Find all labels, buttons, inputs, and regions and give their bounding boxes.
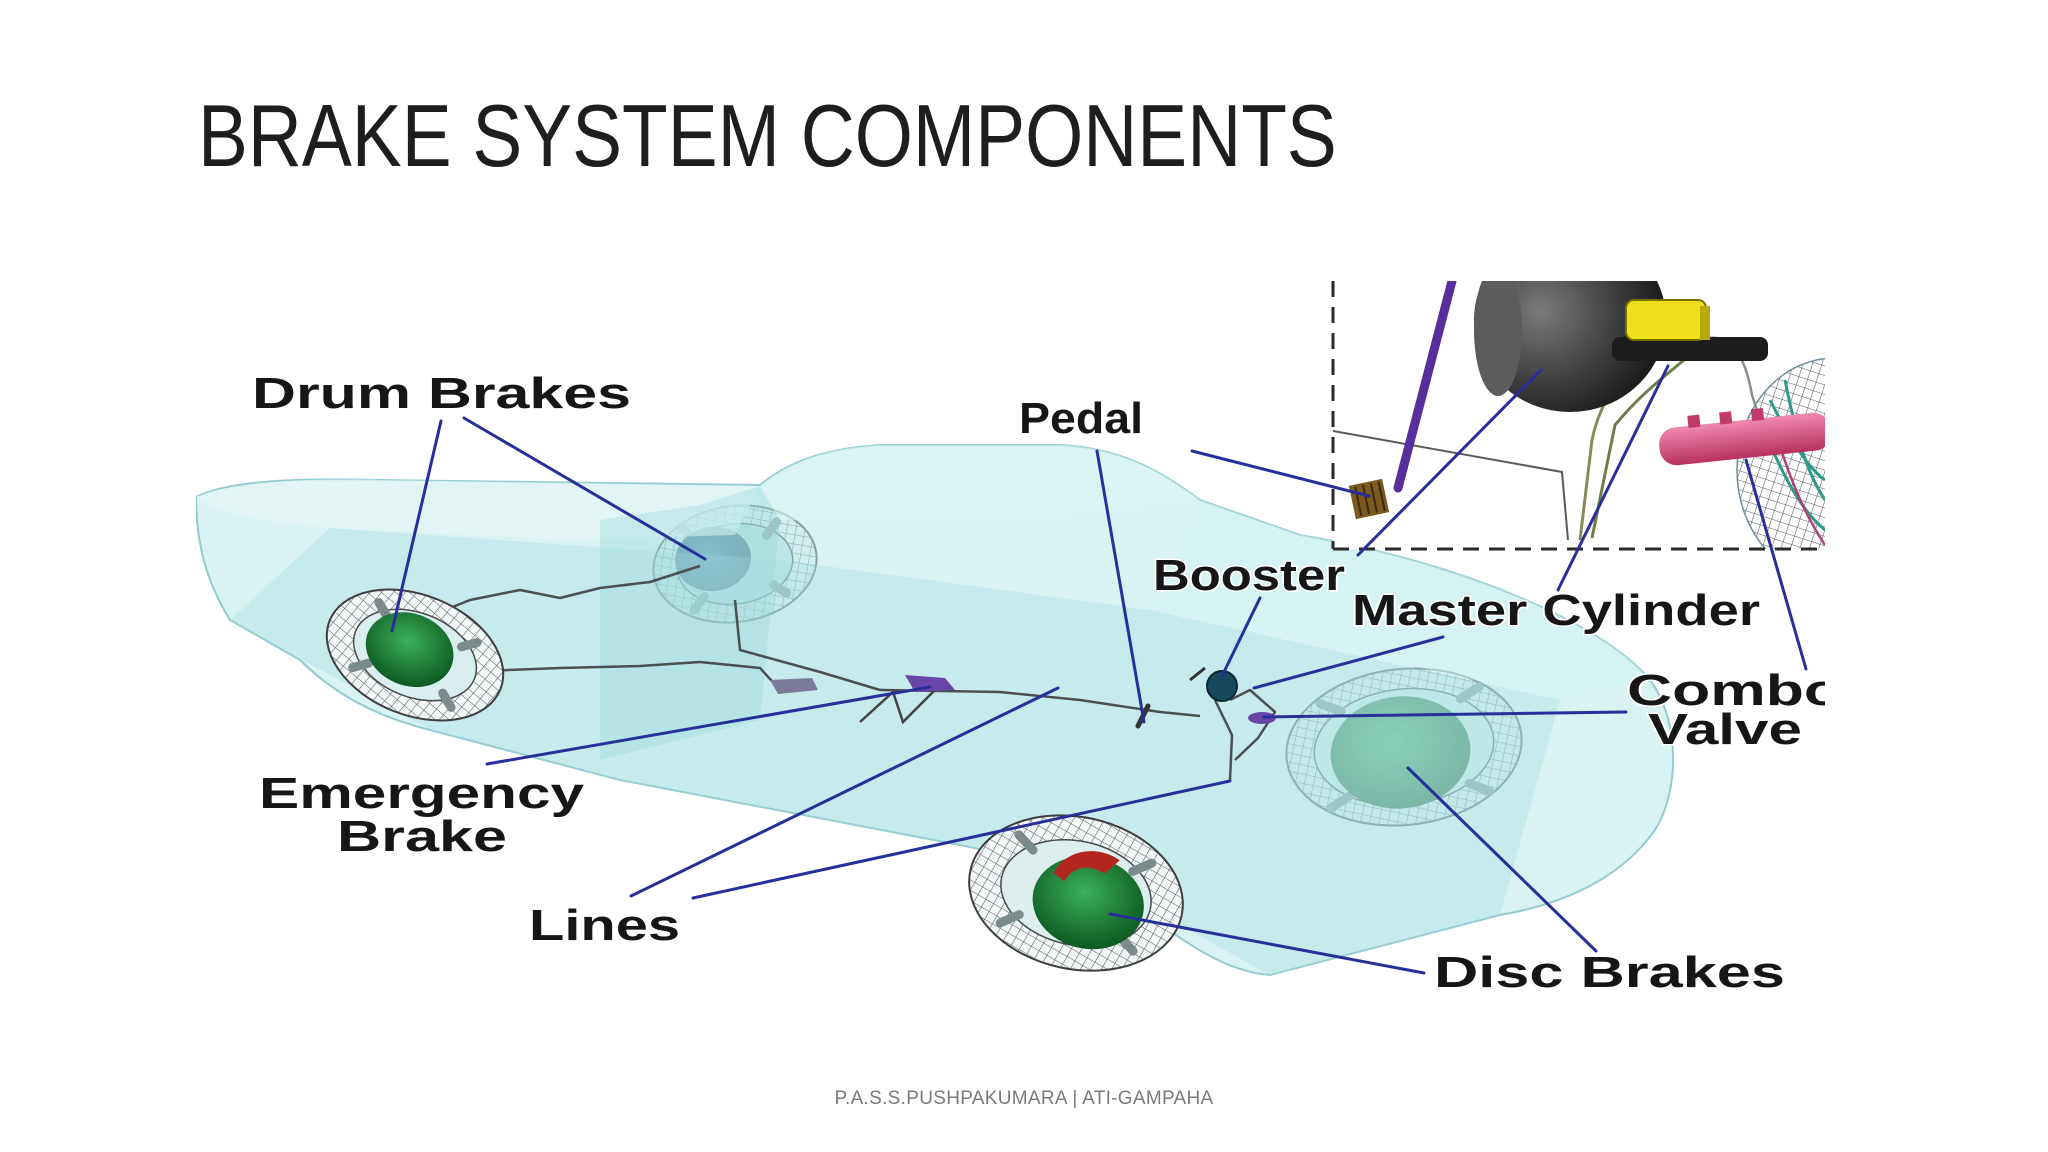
label-emergency-brake-line-1: Emergency (259, 769, 585, 818)
front-near-disc-wheel (968, 814, 1184, 972)
pedal-booster-inset (1331, 281, 1825, 551)
main-line (879, 688, 1201, 718)
brake-lines (419, 564, 1277, 781)
wheel-spokes (348, 598, 482, 712)
rear-near-drum-wheel (325, 588, 505, 722)
component-labels: Drum Brakes Pedal Booster Master Cylinde… (251, 368, 1842, 999)
leader-line-master-cylinder-inset (1556, 364, 1670, 592)
inset-reservoir-side (1700, 306, 1710, 340)
inset-master-cylinder (1612, 337, 1768, 361)
leader-line-emergency-brake (485, 685, 932, 766)
inset-master-line-2 (1590, 353, 1691, 539)
leader-lines (390, 364, 1808, 975)
label-emergency-brake-line-2: Brake (337, 812, 507, 861)
leader-line-master-cylinder-main (1252, 635, 1445, 690)
leader-line-booster-main (1220, 596, 1262, 678)
leader-line-drum-brakes-rear-near (390, 419, 443, 633)
pedal-pad-grip (1354, 481, 1386, 517)
inset-wheel-mesh (1736, 357, 1825, 549)
hood-top (1150, 500, 1650, 700)
cab-roof (760, 445, 1200, 522)
label-master-cylinder: Master Cylinder (1352, 586, 1760, 635)
slide-title: BRAKE SYSTEM COMPONENTS (198, 86, 1337, 185)
combo-valve-port (1750, 407, 1765, 422)
diagram-picture: Drum Brakes Pedal Booster Master Cylinde… (196, 281, 1842, 999)
emergency-cable (859, 689, 936, 725)
leader-line-combo-valve-inset (1744, 458, 1808, 671)
combo-valve-port (1687, 414, 1701, 428)
leader-line-drum-brakes-rear-far (462, 416, 707, 561)
combo-valve-body (1659, 412, 1825, 466)
label-combo-valve-line-2: Valve (1648, 705, 1802, 754)
rear-axle-line (419, 564, 701, 622)
label-disc-brakes: Disc Brakes (1434, 948, 1785, 997)
booster-small (1206, 670, 1238, 702)
pushrod-small (1189, 666, 1206, 682)
inset-pedal-pad (1348, 478, 1390, 520)
front-feed-line (1213, 699, 1234, 781)
rear-lower-line (454, 660, 781, 691)
leader-line-booster-inset (1356, 368, 1543, 557)
combo-valve-small (1248, 712, 1276, 724)
leader-line-lines-front (691, 779, 1232, 900)
rear-feed-line (733, 599, 881, 692)
inset-reservoir (1625, 299, 1707, 341)
brake-caliper (1053, 851, 1120, 882)
label-drum-brakes: Drum Brakes (252, 369, 631, 418)
leader-line-lines-rear (629, 686, 1060, 898)
leader-line-disc-brakes-near (1108, 912, 1426, 975)
inset-combo-valve (1659, 407, 1825, 466)
cab-rear-face (600, 486, 780, 760)
slide-footer: P.A.S.S.PUSHPAKUMARA | ATI-GAMPAHA (834, 1088, 1214, 1109)
inset-booster-face (1474, 281, 1522, 396)
label-booster: Booster (1153, 551, 1345, 600)
label-lines: Lines (529, 901, 680, 950)
truck-body (196, 444, 1675, 977)
label-pedal: Pedal (1019, 394, 1143, 443)
inset-contents (1333, 281, 1825, 549)
leader-line-pedal-inset (1190, 449, 1371, 498)
leader-line-pedal-main (1095, 449, 1146, 724)
drum-hub (365, 612, 454, 687)
disc-rotor (1032, 856, 1144, 950)
emergency-equalizer (770, 678, 818, 694)
leader-line-disc-brakes-far (1406, 766, 1598, 953)
leader-line-combo-valve-main (1262, 710, 1628, 719)
front-line (1229, 688, 1277, 761)
wheel-spokes (995, 830, 1157, 956)
label-combo-valve-line-1: Combo (1627, 666, 1842, 715)
combo-valve-port (1719, 411, 1733, 425)
body-side-face (230, 528, 1560, 975)
inset-booster (1474, 281, 1666, 412)
bed-top-face (196, 479, 760, 540)
inset-pedal-arm (1393, 281, 1457, 493)
